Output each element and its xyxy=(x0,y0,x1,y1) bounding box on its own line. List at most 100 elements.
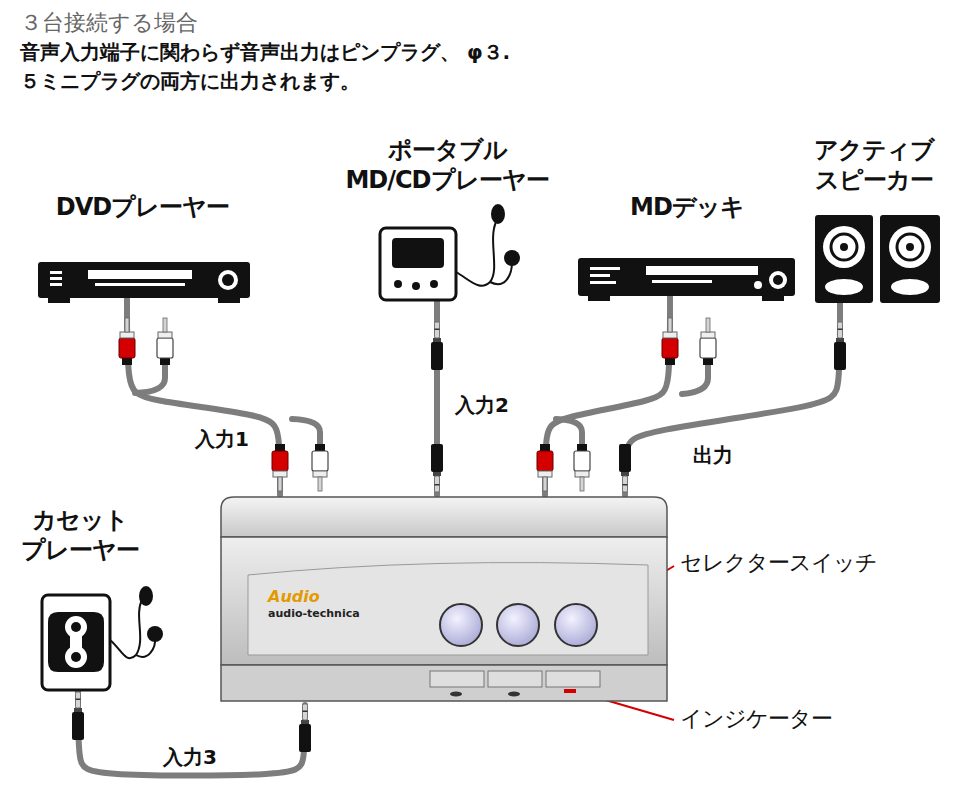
speaker-illustration xyxy=(889,226,931,268)
speaker-illustration xyxy=(815,215,940,303)
indicator-window xyxy=(488,671,542,687)
md-deck-illustration xyxy=(578,258,795,301)
selector-button xyxy=(497,604,539,646)
dvd-player-illustration xyxy=(222,274,234,286)
portable-player-illustration xyxy=(412,282,420,290)
device-label: DVDプレーヤー xyxy=(30,192,255,222)
md-deck-illustration xyxy=(769,271,787,289)
cassette-player-illustration xyxy=(147,626,163,642)
audio-cable xyxy=(434,300,440,495)
brand-name: audio-technica xyxy=(268,607,670,621)
dvd-player-illustration xyxy=(95,283,185,286)
md-deck-illustration xyxy=(646,266,758,275)
illustration xyxy=(431,444,443,492)
device-label: ポータブル MD/CDプレーヤー xyxy=(322,135,572,195)
md-deck-illustration xyxy=(652,280,712,283)
portable-player-illustration xyxy=(380,204,520,300)
illustration xyxy=(119,318,135,365)
housing-base xyxy=(221,665,667,701)
note: 音声入力端子に関わらず音声出力はピンプラグ、 φ３.５ミニプラグの両方に出力され… xyxy=(20,38,620,96)
illustration xyxy=(157,318,173,365)
audio-cable xyxy=(127,298,280,495)
portable-player-illustration xyxy=(392,238,444,268)
speaker-illustration xyxy=(815,215,873,303)
device-node: MDデッキ xyxy=(578,192,796,296)
edge-label: 入力3 xyxy=(160,744,220,771)
md-deck-illustration xyxy=(754,281,762,289)
md-deck-illustration xyxy=(773,275,783,285)
edge-label: 入力2 xyxy=(452,392,512,419)
audio-cable xyxy=(625,303,840,495)
speaker-illustration xyxy=(825,279,863,295)
md-deck-illustration xyxy=(590,267,620,270)
illustration xyxy=(662,318,678,365)
portable-player-illustration xyxy=(491,204,505,224)
dvd-player-illustration xyxy=(50,271,62,274)
md-deck-illustration xyxy=(590,281,616,284)
indicator-window xyxy=(430,671,484,687)
callout-label: インジケーター xyxy=(680,706,832,732)
illustration xyxy=(312,444,328,491)
audio-cable xyxy=(545,296,670,495)
selector-button xyxy=(440,604,482,646)
illustration xyxy=(272,444,288,491)
dvd-player-illustration xyxy=(88,270,192,279)
cable-branch xyxy=(292,419,320,444)
illustration xyxy=(619,444,631,492)
cassette-player-illustration xyxy=(42,595,110,690)
dvd-player-illustration xyxy=(50,277,62,280)
dvd-player-illustration xyxy=(38,262,250,303)
indicator-lamp xyxy=(564,689,576,693)
speaker-illustration xyxy=(823,226,865,268)
device-node: カセット プレーヤー xyxy=(12,505,148,690)
dvd-player-illustration xyxy=(48,298,70,303)
speaker-illustration xyxy=(880,215,940,303)
dvd-player-illustration xyxy=(50,283,62,286)
speaker-illustration xyxy=(831,234,857,260)
illustration xyxy=(574,444,590,491)
indicator-window xyxy=(546,671,600,687)
brand-area: Audioaudio-technica xyxy=(218,495,670,621)
product-logo: Audio xyxy=(268,587,670,607)
cassette-player-illustration xyxy=(71,652,81,662)
audio-cable xyxy=(78,690,305,776)
device-node: DVDプレーヤー xyxy=(30,192,255,298)
cassette-player-illustration xyxy=(65,616,87,638)
device-label: アクティブ スピーカー xyxy=(800,135,948,195)
dvd-player-illustration xyxy=(218,270,238,290)
portable-player-illustration xyxy=(394,280,402,288)
cassette-player-illustration xyxy=(139,586,153,606)
cassette-player-illustration xyxy=(70,627,82,657)
cassette-player-illustration xyxy=(71,622,81,632)
device-label: MDデッキ xyxy=(578,192,796,222)
device-label: カセット プレーヤー xyxy=(12,505,148,565)
illustration xyxy=(72,692,84,740)
cassette-player-illustration xyxy=(110,600,155,658)
md-deck-illustration xyxy=(762,296,784,301)
cable-branch xyxy=(682,362,708,394)
base-dot xyxy=(508,692,520,697)
device-node: ポータブル MD/CDプレーヤー xyxy=(322,135,572,300)
cable-branch xyxy=(556,419,582,444)
portable-player-illustration xyxy=(456,222,512,286)
dvd-player-illustration xyxy=(38,262,250,298)
callout-label: セレクタースイッチ xyxy=(680,550,877,576)
housing-top xyxy=(221,497,667,537)
portable-player-illustration xyxy=(430,280,438,288)
md-deck-illustration xyxy=(578,258,795,296)
speaker-illustration xyxy=(891,279,929,295)
portable-player-illustration xyxy=(380,228,456,300)
dvd-player-illustration xyxy=(218,298,240,303)
selector-button xyxy=(555,604,597,646)
base-dot xyxy=(450,692,462,697)
illustration xyxy=(834,322,846,370)
cassette-player-illustration xyxy=(65,646,87,668)
title: ３台接続する場合 xyxy=(20,8,198,38)
device-node: アクティブ スピーカー xyxy=(800,135,948,303)
cassette-player-illustration xyxy=(48,612,104,672)
selector-box: Audioaudio-technica xyxy=(218,495,670,705)
md-deck-illustration xyxy=(588,296,610,301)
speaker-illustration xyxy=(840,243,848,251)
portable-player-illustration xyxy=(504,250,520,266)
